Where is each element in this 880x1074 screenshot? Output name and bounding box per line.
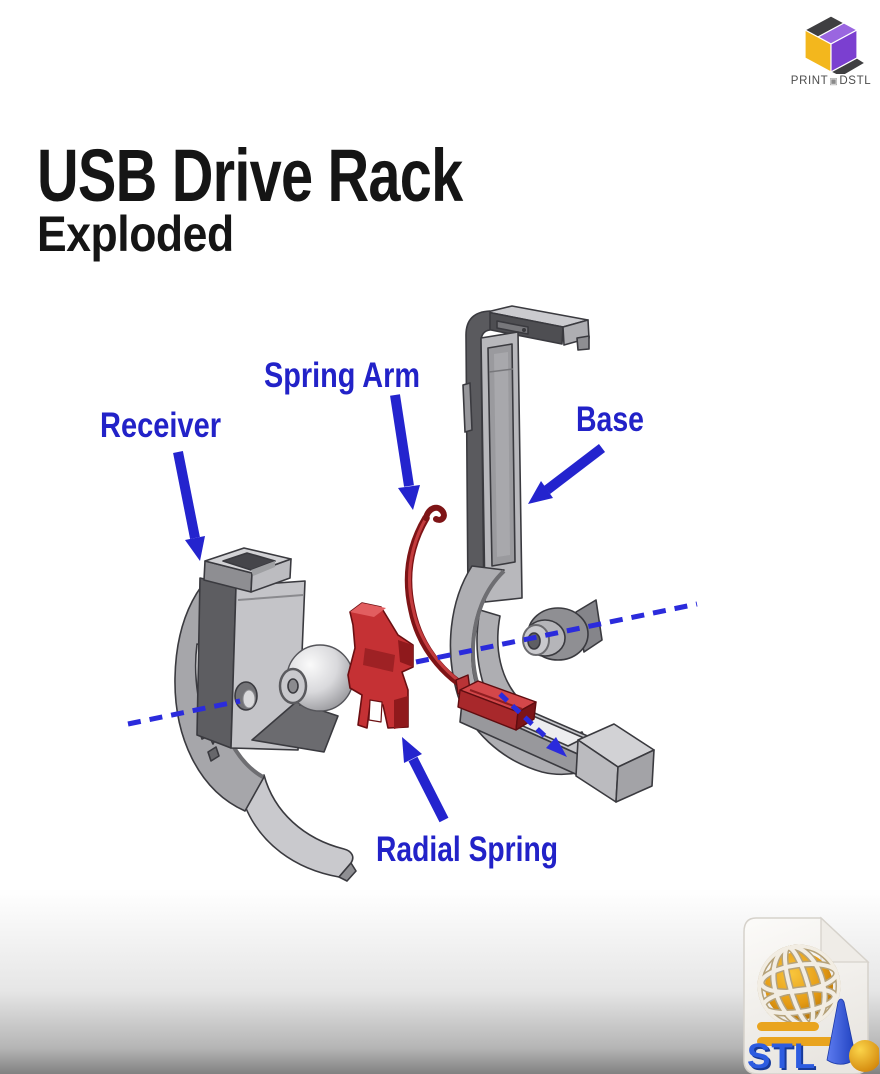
receiver-foot	[244, 774, 354, 878]
page-subtitle: Exploded	[37, 206, 234, 262]
page-title: USB Drive Rack	[37, 134, 463, 217]
receiver-arrow	[173, 451, 205, 561]
radial-spring-arrow	[402, 737, 449, 823]
globe-icon	[757, 944, 841, 1028]
sphere-shape	[849, 1040, 879, 1072]
label-spring-arm: Spring Arm	[264, 356, 420, 395]
part-labels: Receiver Spring Arm Base Radial Spring	[100, 356, 644, 869]
brand-cube-icon	[803, 15, 867, 74]
doc-line	[757, 1022, 819, 1031]
bottom-gradient	[0, 889, 880, 1074]
label-receiver: Receiver	[100, 406, 221, 445]
receiver-part	[174, 547, 363, 882]
radial-spring-part	[347, 602, 414, 729]
spring-arm-part	[404, 504, 537, 731]
pointer-arrows	[173, 394, 606, 823]
cone-shape	[826, 998, 857, 1065]
axis-dashed-line	[127, 601, 698, 727]
brand-text: PRINT▣DSTL	[790, 75, 872, 87]
base-part	[449, 305, 655, 803]
doc-line	[757, 1037, 839, 1046]
spring-arm-arrow	[390, 394, 420, 510]
brand-logo: PRINT▣DSTL	[789, 8, 873, 87]
cube-glyph-icon: ▣	[829, 76, 839, 86]
label-base: Base	[576, 400, 644, 439]
folded-corner	[820, 916, 870, 963]
base-arrow	[528, 444, 606, 504]
insertion-arrow	[498, 692, 567, 757]
stl-label: STL	[747, 1037, 816, 1074]
label-radial-spring: Radial Spring	[376, 830, 558, 869]
stl-label-shadow: STL	[749, 1039, 818, 1074]
stl-file-icon: STL STL	[733, 908, 879, 1074]
